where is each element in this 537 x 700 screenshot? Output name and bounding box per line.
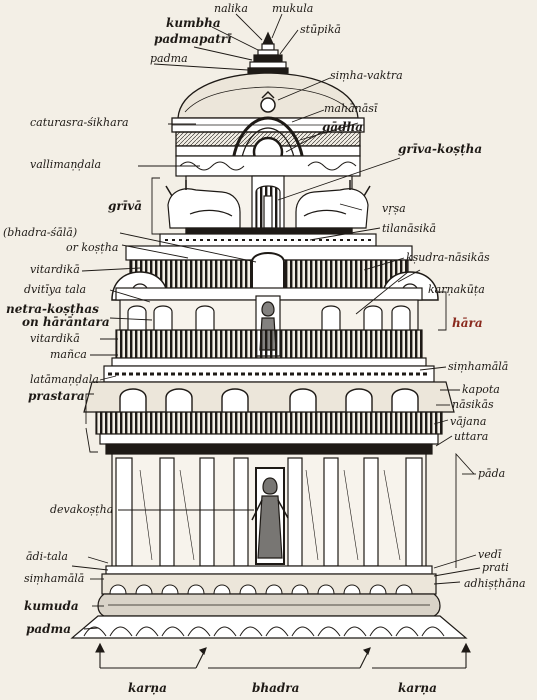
label-caturasra-sikhara: caturasra-śikhara (30, 116, 129, 129)
stupika-finial (247, 31, 289, 74)
label-dvitiya-tala: dvitīya tala (24, 283, 87, 296)
label-karnakuta: karṇakūṭa (428, 283, 485, 296)
label-vallimandala: vallimaṇḍala (30, 158, 102, 171)
label-mahanasi: mahānāsī (324, 102, 378, 115)
label-vedi: vedī (478, 548, 502, 561)
label-padmapatri: padmapatrī (154, 32, 232, 46)
label-bhadra-sala: (bhadra-śālā) (3, 226, 78, 239)
label-padma-top: padma (150, 52, 188, 65)
label-stupika: stūpikā (300, 23, 341, 36)
label-adhisthana: adhiṣṭhāna (464, 577, 526, 590)
section-arrows (95, 642, 471, 669)
label-simhamala-lower: siṃhamālā (24, 572, 85, 585)
label-netra-kosthas: netra-koṣṭhas (6, 302, 99, 316)
label-uttara: uttara (454, 430, 489, 443)
label-hara: hāra (452, 316, 483, 330)
label-vajana: vājana (450, 415, 487, 428)
label-devakostha: devakoṣṭha (50, 503, 114, 516)
label-bhadra: bhadra (252, 681, 300, 695)
label-simhamala-upper: siṃhamālā (448, 360, 509, 373)
label-vitardika-1: vitardikā (30, 263, 80, 276)
label-karna-right: karṇa (398, 681, 437, 695)
label-adi-tala: ādi-tala (26, 550, 68, 563)
label-kumuda: kumuda (24, 599, 79, 613)
label-nalika: nalika (214, 2, 248, 15)
label-padma-base: padma (26, 622, 72, 636)
label-latamandala: latāmaṇḍala (30, 373, 99, 386)
dvitiya-tala (111, 245, 439, 367)
prastara-cornice (83, 365, 455, 455)
adi-tala-wall (111, 453, 427, 571)
label-ksudra-nasikas: kṣudra-nāsikās (406, 251, 490, 264)
label-pada: pāda (478, 467, 506, 480)
leader-lines (71, 13, 481, 630)
label-nasikas: nāsikās (452, 398, 494, 411)
label-griva: grīvā (108, 199, 143, 213)
griva-section (165, 175, 371, 235)
label-prati: prati (482, 561, 509, 574)
label-prastara: prastara (28, 389, 85, 403)
label-tilanasika: tilanāsikā (382, 222, 437, 235)
label-griva-kostha: grīva-koṣṭha (398, 142, 483, 156)
label-mukula: mukula (272, 2, 314, 15)
label-manca: mañca (50, 348, 87, 361)
label-gadha: gāḍha (322, 120, 364, 134)
adhisthana-base (70, 565, 468, 639)
label-kapota: kapota (462, 383, 500, 396)
label-or-kostha: or koṣṭha (66, 241, 119, 254)
label-karna-left: karṇa (128, 681, 167, 695)
label-vitardika-2: vitardikā (30, 332, 80, 345)
label-simha-vaktra: siṃha-vaktra (330, 69, 403, 82)
label-vrsa: vṛṣa (382, 202, 406, 215)
label-on-harantara: on hārāntara (22, 315, 110, 329)
label-kumbha: kumbha (166, 16, 221, 30)
